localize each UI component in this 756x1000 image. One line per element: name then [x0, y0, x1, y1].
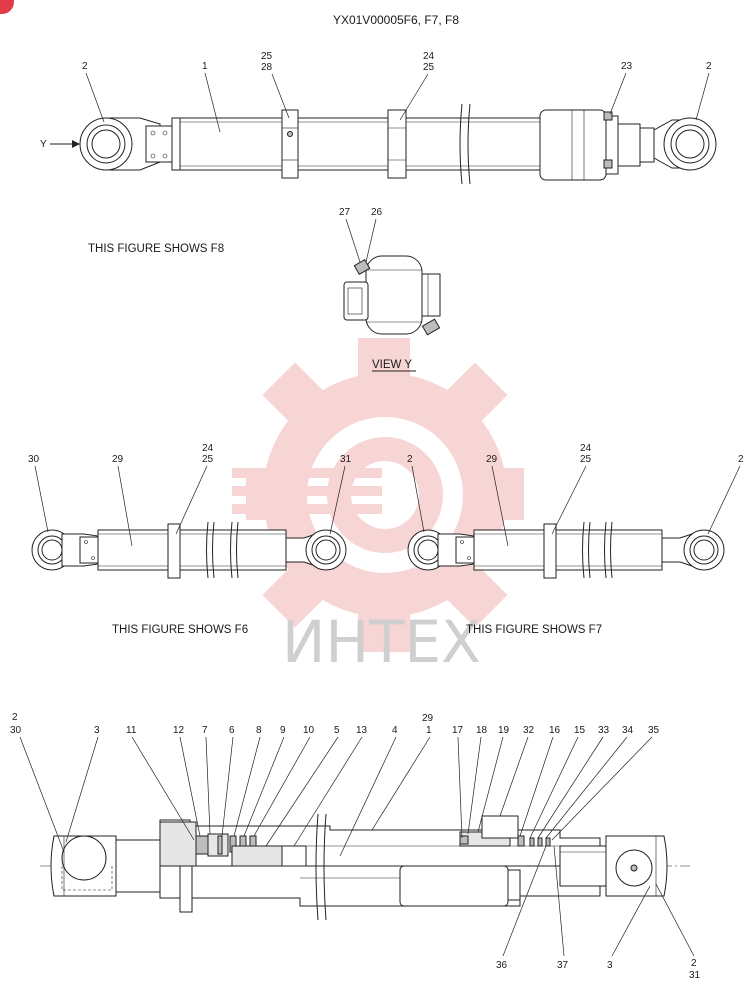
- top-cylinder-drawing: [50, 103, 717, 185]
- callout-label: 31: [689, 970, 701, 981]
- callout-label: 9: [280, 725, 286, 736]
- callout-label: 2: [706, 61, 712, 72]
- callout-label: 29: [486, 454, 498, 465]
- callout-label: 18: [476, 725, 488, 736]
- callout-label: 16: [549, 725, 561, 736]
- callout-label: 2: [407, 454, 413, 465]
- callout-label: 24: [202, 443, 214, 454]
- callout-label: 36: [496, 960, 508, 971]
- callout-label: 2: [12, 712, 18, 723]
- callout-label: 29: [112, 454, 124, 465]
- f6-cylinder-drawing: [31, 521, 347, 579]
- callout-label: 11: [126, 725, 137, 736]
- callout-label: 25: [202, 454, 214, 465]
- callout-label: 25: [580, 454, 592, 465]
- callout-label: 30: [10, 725, 22, 736]
- callout-label: 24: [423, 51, 435, 62]
- figure-caption: THIS FIGURE SHOWS F7: [466, 624, 602, 636]
- sectional-cylinder-drawing: [40, 813, 690, 921]
- callout-label: 37: [557, 960, 569, 971]
- callout-label: 25: [261, 51, 273, 62]
- callout-label: 2: [738, 454, 744, 465]
- f7-cylinder-drawing: [407, 521, 725, 579]
- callout-label: 28: [261, 62, 273, 73]
- callout-label: 2: [82, 61, 88, 72]
- callout-label: 8: [256, 725, 262, 736]
- view-arrow-label: Y: [40, 139, 47, 150]
- callout-label: 32: [523, 725, 535, 736]
- callout-label: 29: [422, 713, 434, 724]
- callout-label: 1: [202, 61, 208, 72]
- callout-label: 31: [340, 454, 352, 465]
- callout-label: 6: [229, 725, 235, 736]
- callout-label: 26: [371, 207, 383, 218]
- callout-label: 12: [173, 725, 185, 736]
- callout-label: 34: [622, 725, 634, 736]
- callout-label: 7: [202, 725, 208, 736]
- callout-label: 24: [580, 443, 592, 454]
- figure-caption: THIS FIGURE SHOWS F8: [88, 243, 224, 255]
- callout-label: 30: [28, 454, 40, 465]
- callout-label: 2: [691, 958, 697, 969]
- callout-label: 5: [334, 725, 340, 736]
- watermark-text: ИНТЕХ: [282, 608, 481, 676]
- callout-label: 33: [598, 725, 610, 736]
- callout-label: 25: [423, 62, 435, 73]
- callout-label: 23: [621, 61, 633, 72]
- callout-label: 19: [498, 725, 510, 736]
- callout-label: 1: [426, 725, 432, 736]
- figure-caption: THIS FIGURE SHOWS F6: [112, 624, 248, 636]
- page-title: YX01V00005F6, F7, F8: [333, 13, 459, 27]
- callout-label: 17: [452, 725, 464, 736]
- callout-label: 10: [303, 725, 315, 736]
- view-y-drawing: [343, 255, 441, 336]
- watermark-gear-logo: [232, 338, 524, 652]
- callout-label: 3: [94, 725, 100, 736]
- callout-label: 3: [607, 960, 613, 971]
- callout-label: 35: [648, 725, 660, 736]
- callout-label: 15: [574, 725, 586, 736]
- callout-label: 27: [339, 207, 351, 218]
- callout-label: 4: [392, 725, 398, 736]
- view-caption: VIEW Y: [372, 359, 412, 371]
- callout-label: 13: [356, 725, 368, 736]
